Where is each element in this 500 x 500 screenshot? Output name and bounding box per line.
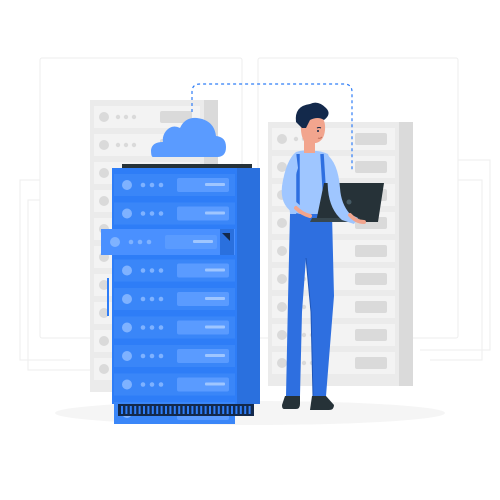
engineer-front-arm xyxy=(326,154,358,224)
rack-unit-pulled-out xyxy=(101,229,235,255)
engineer-legs xyxy=(286,214,334,396)
rack-units xyxy=(101,174,235,424)
engineer-left-shoe xyxy=(282,396,300,409)
cloud-icon xyxy=(151,117,226,157)
rack-base-vent xyxy=(118,404,254,416)
rack-unit xyxy=(114,174,235,196)
rack-side xyxy=(237,168,260,404)
server-rack-icon xyxy=(101,164,260,424)
rack-top-lid xyxy=(122,164,252,168)
bg-rack-side xyxy=(399,122,413,386)
rack-unit xyxy=(114,345,235,367)
rack-side-handle xyxy=(107,278,109,316)
engineer-hair xyxy=(295,102,329,128)
rack-unit xyxy=(114,373,235,396)
engineer-neck xyxy=(304,141,315,153)
engineer-right-shoe xyxy=(310,396,334,410)
rack-unit xyxy=(114,316,235,339)
bg-rack-unit xyxy=(94,106,200,128)
rack-unit xyxy=(114,288,235,310)
bg-rack-unit xyxy=(272,324,395,346)
engineer-figure xyxy=(281,102,384,410)
connection-dashed-line xyxy=(191,83,353,172)
bg-rack-unit xyxy=(272,128,395,150)
engineer-back-arm xyxy=(281,152,303,214)
rack-unit xyxy=(114,202,235,225)
bg-rack-unit xyxy=(272,352,395,374)
rack-unit xyxy=(114,259,235,282)
